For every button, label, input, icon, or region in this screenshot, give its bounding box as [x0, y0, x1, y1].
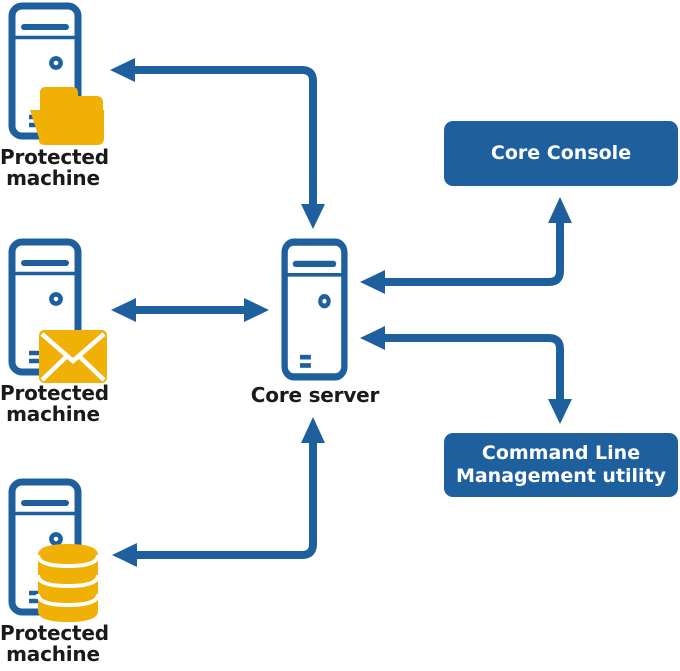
server-tower-icon	[281, 238, 348, 381]
arrowhead-left-core-lower	[360, 326, 385, 350]
arrowhead-up-core-bottom	[301, 417, 325, 443]
node-protected-machine-bottom: Protected machine	[0, 476, 112, 671]
cli-utility-label-line1: Command Line	[481, 442, 641, 464]
arrowhead-up-core-console	[548, 197, 572, 223]
cli-utility-label-line2: Management utility	[455, 465, 667, 487]
node-protected-machine-middle: Protected machine	[0, 236, 112, 436]
arrowhead-down-core-top	[301, 204, 325, 229]
node-label-line1: Protected	[0, 621, 109, 645]
folder-icon	[30, 87, 104, 145]
arrowhead-left-middle-machine	[111, 298, 136, 322]
connector-core-to-bottom-machine	[136, 441, 317, 559]
arrowhead-right-core-left	[244, 298, 269, 322]
node-label: Protected machine	[0, 621, 109, 666]
arrowhead-left-core-upper	[360, 270, 385, 294]
arrowhead-left-bottom-machine	[112, 543, 137, 567]
connector-core-to-top-machine	[133, 66, 317, 205]
node-protected-machine-top: Protected machine	[0, 0, 112, 200]
core-console-label: Core Console	[490, 142, 632, 164]
node-label-line1: Protected	[0, 381, 109, 405]
node-label: Protected machine	[0, 145, 109, 190]
mail-icon	[39, 330, 107, 383]
core-console-box: Core Console	[444, 121, 678, 186]
arrowhead-down-cli-box	[548, 399, 572, 424]
cli-utility-box: Command Line Management utility	[444, 433, 678, 497]
arrowhead-left-top-machine	[110, 58, 135, 82]
node-label-line2: machine	[6, 166, 100, 190]
node-label-line2: machine	[6, 642, 100, 666]
node-label-line1: Protected	[0, 145, 109, 169]
node-label: Core server	[250, 383, 380, 407]
database-icon	[36, 544, 100, 622]
node-label: Protected machine	[0, 381, 109, 426]
node-label-line2: machine	[6, 402, 100, 426]
node-core-server: Core server	[250, 236, 380, 411]
connector-console-to-core	[384, 221, 564, 286]
connector-cli-to-core	[384, 334, 564, 400]
